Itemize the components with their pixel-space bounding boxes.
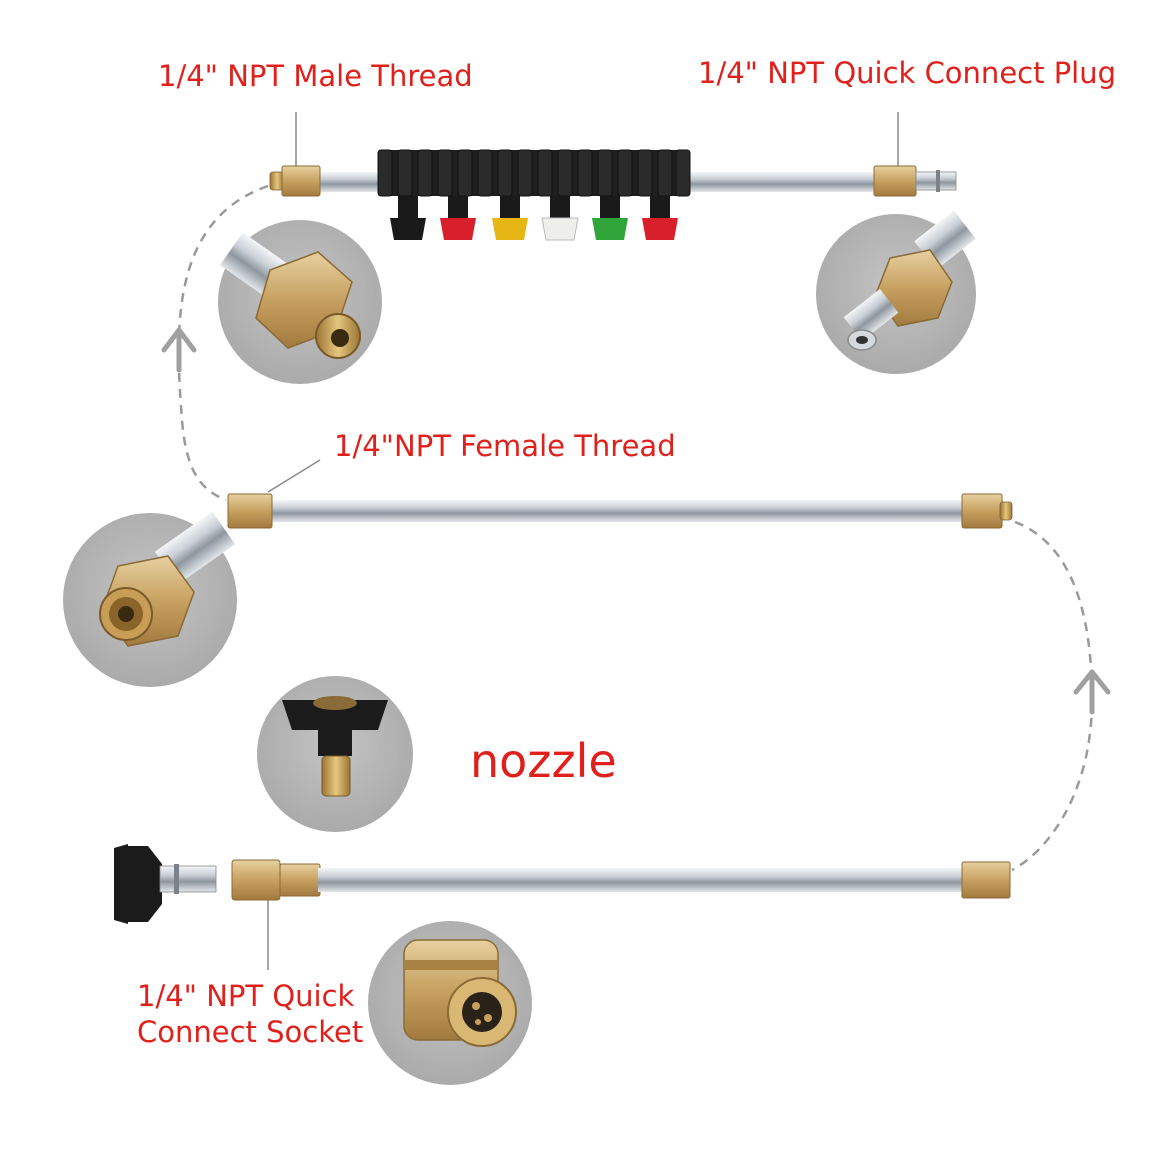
nozzle-holder: [377, 149, 691, 241]
nozzle-tip-icon: [492, 196, 528, 240]
inset-female-thread: [63, 511, 237, 687]
wand-extension-middle: [227, 493, 1013, 529]
wand-extension-bottom: [114, 844, 1011, 924]
inset-male-thread: [218, 220, 382, 384]
inset-quick-socket: [368, 921, 532, 1085]
nozzle-tip-icon: [642, 196, 678, 240]
nozzle-label: nozzle: [470, 734, 617, 788]
quick-socket-label-line1: 1/4" NPT Quick: [137, 979, 355, 1013]
dashed-flow-path-right: [1011, 520, 1094, 872]
nozzle-tip-icon: [390, 196, 426, 240]
quick-socket-label-line2: Connect Socket: [137, 1015, 364, 1049]
dashed-flow-path-top: [177, 184, 269, 502]
nozzle-tip-icon: [592, 196, 628, 240]
up-arrow-icon: [161, 327, 197, 373]
female-thread-label: 1/4"NPT Female Thread: [334, 429, 676, 463]
nozzle-tip-icon: [440, 196, 476, 240]
inset-nozzle: [257, 676, 413, 832]
nozzle-tip-icon: [541, 196, 579, 241]
male-thread-label: 1/4" NPT Male Thread: [158, 59, 473, 93]
up-arrow-icon: [1073, 669, 1111, 715]
inset-quick-plug: [816, 210, 976, 374]
leader-line-female: [267, 459, 321, 493]
quick-plug-label: 1/4" NPT Quick Connect Plug: [698, 56, 1117, 90]
